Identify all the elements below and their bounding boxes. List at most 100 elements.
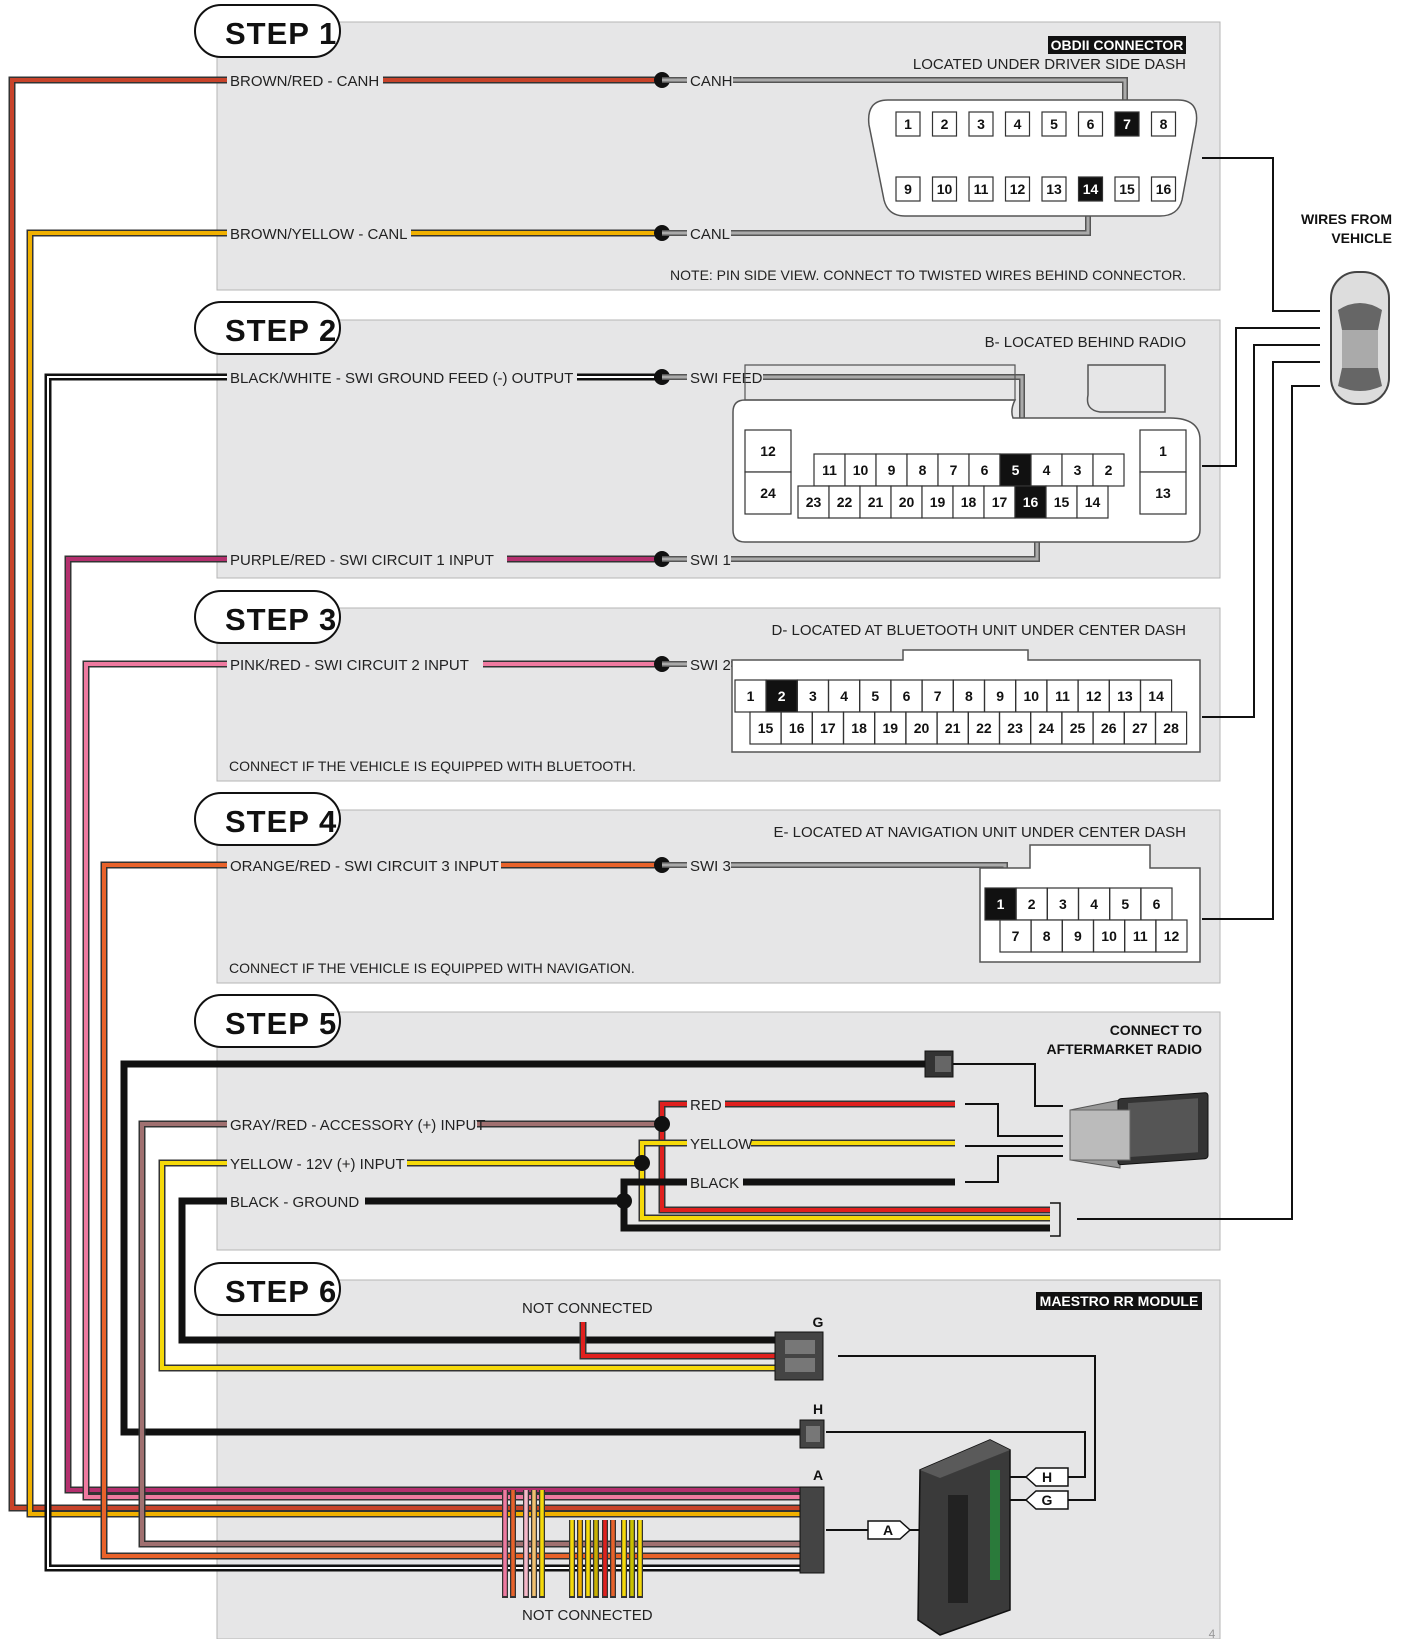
step6-panel [216, 1279, 1221, 1639]
radio-b-pin-label: 5 [1012, 462, 1020, 478]
radio-b-pin-14 [1076, 485, 1109, 519]
12v-wire-label: YELLOW - 12V (+) INPUT [230, 1156, 405, 1173]
radio-b-pin-label: 10 [853, 462, 869, 478]
ground-wire-label: BLACK - GROUND [230, 1194, 359, 1211]
out-yellow-label: YELLOW [690, 1136, 753, 1153]
bt-d-pin-22 [967, 711, 1001, 745]
obd-pin-label: 6 [1087, 116, 1095, 132]
nav-e-pin-7 [999, 919, 1032, 953]
step4-content: ORANGE/RED - SWI CIRCUIT 3 INPUT SWI 3 E… [227, 824, 1201, 976]
svg-text:G: G [1042, 1492, 1053, 1508]
bt-d-pin-label: 16 [789, 720, 805, 736]
radio-b-pin-label: 7 [950, 462, 958, 478]
radio-b-pin-23 [797, 485, 830, 519]
obd-pin-label: 14 [1083, 181, 1099, 197]
obd-pin-8 [1150, 111, 1177, 137]
bt-d-pin-4 [827, 679, 861, 713]
obd-pin-label: 8 [1160, 116, 1168, 132]
bt-d-pin-label: 5 [871, 688, 879, 704]
wire-black-ground [178, 1197, 785, 1344]
obd-pin-12 [1004, 176, 1031, 202]
nav-e-pin-label: 4 [1090, 896, 1098, 912]
radio-b-pin-label: 21 [868, 494, 884, 510]
bt-d-pin-label: 11 [1055, 688, 1070, 704]
obd-pin-label: 4 [1014, 116, 1022, 132]
bt-d-pin-19 [874, 711, 907, 745]
bt-d-pin-8 [952, 679, 986, 713]
wire-black-h [120, 1060, 940, 1436]
radio-heading-2: AFTERMARKET RADIO [1046, 1041, 1202, 1057]
step3-badge: STEP 3 [194, 590, 341, 644]
bt-d-pin-label: 10 [1024, 688, 1040, 704]
obd-pin-label: 10 [937, 181, 953, 197]
obd-pin-label: 9 [904, 181, 912, 197]
step6-badge: STEP 6 [194, 1262, 341, 1316]
bt-d-pin-1 [734, 679, 767, 713]
nav-e-pin-label: 8 [1043, 928, 1051, 944]
obd-pin-label: 3 [977, 116, 985, 132]
radio-b-pin-3 [1061, 453, 1094, 487]
obd-location: LOCATED UNDER DRIVER SIDE DASH [913, 56, 1186, 73]
radio-b-pin-label: 14 [1085, 494, 1101, 510]
bt-d-pin-label: 9 [996, 688, 1004, 704]
bt-d-pin-label: 4 [840, 688, 848, 704]
obd-pin-label: 15 [1119, 181, 1135, 197]
maestro-module [917, 1439, 1011, 1636]
connector-g [774, 1331, 824, 1381]
nav-e-pin-label: 3 [1059, 896, 1067, 912]
step5-badge: STEP 5 [194, 994, 341, 1048]
connector-h-label: H [813, 1401, 823, 1417]
bt-d-location: D- LOCATED AT BLUETOOTH UNIT UNDER CENTE… [772, 622, 1187, 639]
nav-e-pin-11 [1124, 919, 1157, 953]
bt-d-pin-label: 26 [1101, 720, 1117, 736]
car-icon [1330, 271, 1390, 405]
radio-b-pin-label: 2 [1105, 462, 1113, 478]
radio-b-pin-label: 13 [1155, 485, 1171, 501]
obd-pin-4 [1004, 111, 1031, 137]
obd-pin-label: 16 [1156, 181, 1172, 197]
radio-b-pin-label: 6 [981, 462, 989, 478]
radio-b-pin-label: 8 [919, 462, 927, 478]
radio-b-pin-label: 15 [1054, 494, 1070, 510]
bt-d-pin-label: 8 [965, 688, 973, 704]
radio-b-pin-label: 16 [1023, 494, 1039, 510]
bt-d-pin-label: 1 [747, 688, 755, 704]
wire-yellow-12v [160, 1161, 785, 1370]
obd-pin-label: 1 [904, 116, 912, 132]
step4-badge: STEP 4 [194, 792, 341, 846]
obd-pin-5 [1041, 111, 1067, 137]
nav-e-pin-label: 10 [1101, 928, 1117, 944]
not-connected-bottom: NOT CONNECTED [522, 1607, 653, 1624]
bt-d-pin-label: 20 [914, 720, 930, 736]
obd-tag: OBDII CONNECTOR [1051, 37, 1184, 53]
step6-content: MAESTRO RR MODULE NOT CONNECTED NOT CONN… [502, 1292, 1202, 1636]
bt-d-pin-25 [1061, 711, 1094, 745]
nav-e-pin-label: 1 [997, 896, 1005, 912]
svg-text:STEP 5: STEP 5 [225, 1006, 337, 1041]
obd-pin-15 [1114, 176, 1140, 202]
radio-b-pin-label: 24 [760, 485, 776, 501]
nav-e-pin-8 [1030, 919, 1063, 953]
maestro-tag: MAESTRO RR MODULE [1040, 1293, 1199, 1309]
obd-pin-16 [1150, 176, 1177, 202]
wire-purple-red [66, 557, 800, 1492]
nav-e-pin-label: 12 [1164, 928, 1180, 944]
bt-d-pin-label: 17 [820, 720, 836, 736]
canh-end-label: CANH [690, 73, 733, 90]
accessory-wire-label: GRAY/RED - ACCESSORY (+) INPUT [230, 1117, 485, 1134]
obd-pin-10 [931, 176, 958, 202]
nav-e-pin-10 [1092, 919, 1126, 953]
radio-b-pin-label: 19 [930, 494, 946, 510]
out-red-label: RED [690, 1097, 722, 1114]
bt-d-pin-label: 19 [883, 720, 899, 736]
wire-pink-red [84, 662, 800, 1499]
swi3-end-label: SWI 3 [690, 858, 731, 875]
bt-d-pin-label: 7 [934, 688, 942, 704]
radio-b-pin-label: 17 [992, 494, 1008, 510]
radio-b-pin-19 [921, 485, 954, 519]
svg-text:STEP 6: STEP 6 [225, 1274, 337, 1309]
step2-badge: STEP 2 [194, 301, 341, 355]
nav-e-pin-label: 6 [1153, 896, 1161, 912]
radio-b-pin-label: 11 [822, 462, 837, 478]
svg-text:STEP 3: STEP 3 [225, 602, 337, 637]
